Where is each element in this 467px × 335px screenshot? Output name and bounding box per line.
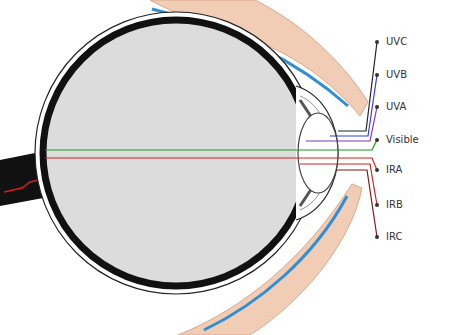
spectrum-label: IRA [385,164,403,176]
radiation-rays [45,42,377,237]
label-dot [375,105,379,109]
label-dot [375,168,379,172]
label-dot [375,73,379,77]
spectrum-label: Visible [385,134,420,146]
label-dot [375,203,379,207]
spectrum-label: UVC [385,36,408,48]
spectrum-label: IRC [385,231,403,243]
uva-ray [306,107,377,141]
label-dots [375,40,379,239]
label-dot [375,235,379,239]
lens [298,113,338,193]
irc-ray [336,170,377,237]
spectrum-label: UVA [385,101,407,113]
choroid-retina [43,20,309,286]
visible-ray [45,140,377,150]
spectrum-label: UVB [385,69,408,81]
spectrum-label: IRB [385,199,404,211]
uvb-ray [330,75,377,136]
sclera [35,12,317,294]
label-dot [375,40,379,44]
label-dot [375,138,379,142]
cornea [296,86,338,220]
